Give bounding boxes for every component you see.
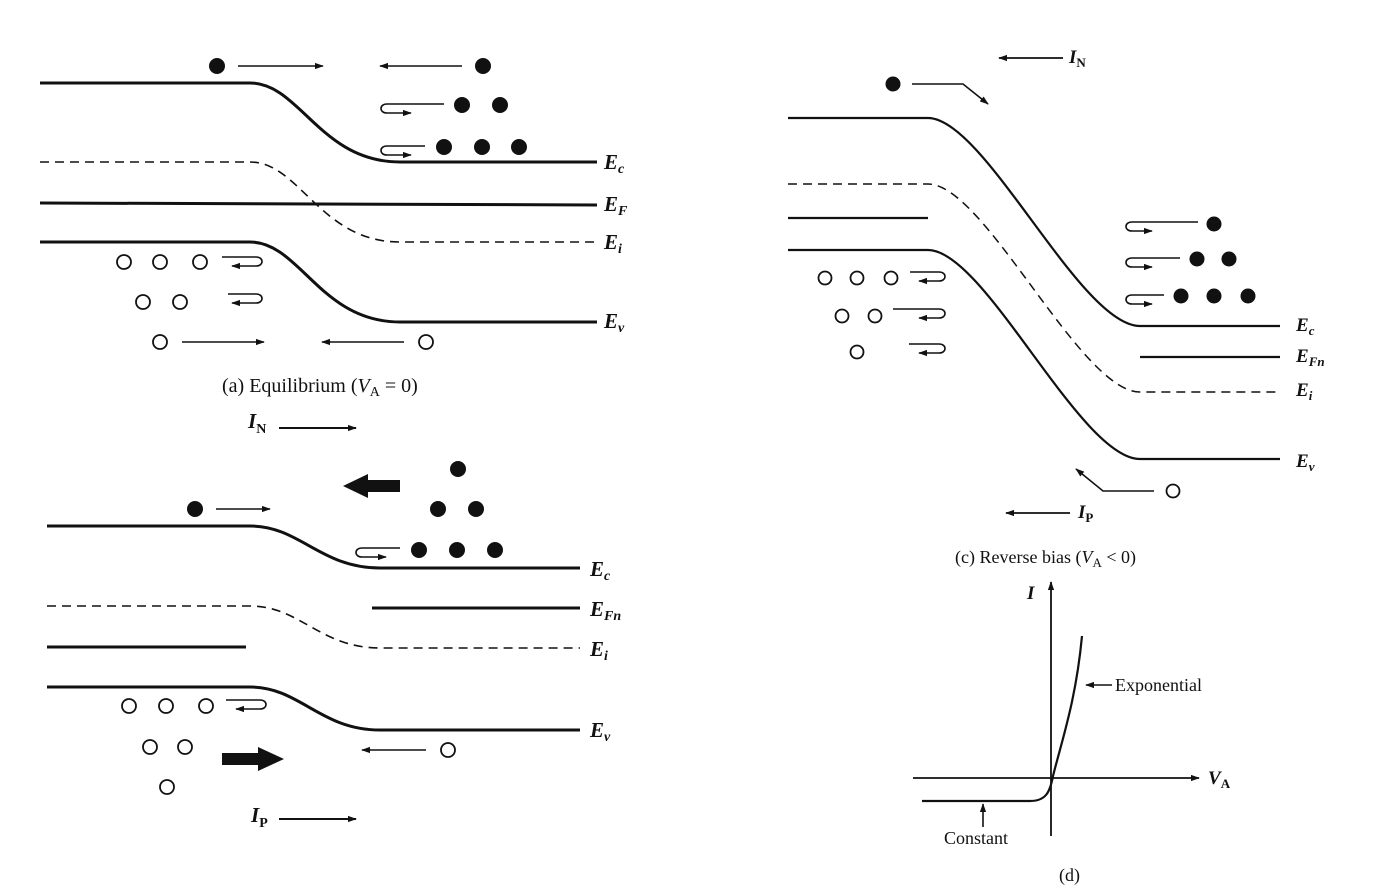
panel-d-iv-curve xyxy=(913,581,1200,836)
label-ec: Ec xyxy=(589,557,611,584)
label-ev: Ev xyxy=(1295,451,1315,474)
electrons xyxy=(209,58,527,155)
label-constant: Constant xyxy=(944,828,1008,848)
valence-band-edge xyxy=(788,248,1280,461)
label-ip-c: IP xyxy=(1077,502,1093,525)
valence-band-edge xyxy=(47,685,580,732)
label-ei: Ei xyxy=(589,637,608,664)
caption-a: (a) Equilibrium (VA = 0) xyxy=(222,375,418,400)
reflected-arrows xyxy=(222,103,444,307)
label-efn: EFn xyxy=(589,597,621,624)
intrinsic-level xyxy=(788,183,1280,393)
label-ev: Ev xyxy=(589,718,611,745)
intrinsic-level xyxy=(40,161,597,243)
conduction-band-edge xyxy=(47,524,580,570)
label-in-c: IN xyxy=(1068,47,1086,70)
label-ec: Ec xyxy=(1295,315,1315,338)
label-y-axis: I xyxy=(1026,583,1035,604)
fermi-level xyxy=(39,201,598,207)
arrows xyxy=(216,505,426,754)
panel-c-reverse-bias xyxy=(788,76,1280,499)
holes xyxy=(116,254,434,350)
electrons xyxy=(187,461,503,558)
caption-d: (d) xyxy=(1059,865,1080,886)
label-in-b: IN xyxy=(247,409,266,437)
panel-a-equilibrium xyxy=(39,58,598,350)
label-ip-b: IP xyxy=(250,803,268,831)
label-ei: Ei xyxy=(1295,380,1313,403)
caption-c: (c) Reverse bias (VA < 0) xyxy=(955,547,1136,570)
label-exponential: Exponential xyxy=(1115,675,1202,695)
conduction-band-edge xyxy=(788,116,1280,328)
intrinsic-level xyxy=(47,605,580,649)
label-x-axis: VA xyxy=(1208,768,1231,791)
valence-band-edge xyxy=(40,240,597,324)
arrows xyxy=(912,83,1154,492)
large-current-arrows xyxy=(222,474,400,771)
label-ei: Ei xyxy=(603,230,622,257)
label-ev: Ev xyxy=(603,309,625,336)
label-efn: EFn xyxy=(1295,346,1325,369)
reflected-arrows xyxy=(226,547,400,713)
label-ef: EF xyxy=(603,192,628,219)
label-ec: Ec xyxy=(603,150,625,177)
electrons xyxy=(885,76,1256,304)
holes xyxy=(121,698,456,795)
conduction-band-edge xyxy=(40,81,597,164)
panel-b-forward-bias xyxy=(47,461,580,795)
arrows xyxy=(182,62,462,346)
iv-curve xyxy=(922,635,1084,803)
holes xyxy=(817,270,1181,499)
reflected-arrows xyxy=(893,221,1198,357)
